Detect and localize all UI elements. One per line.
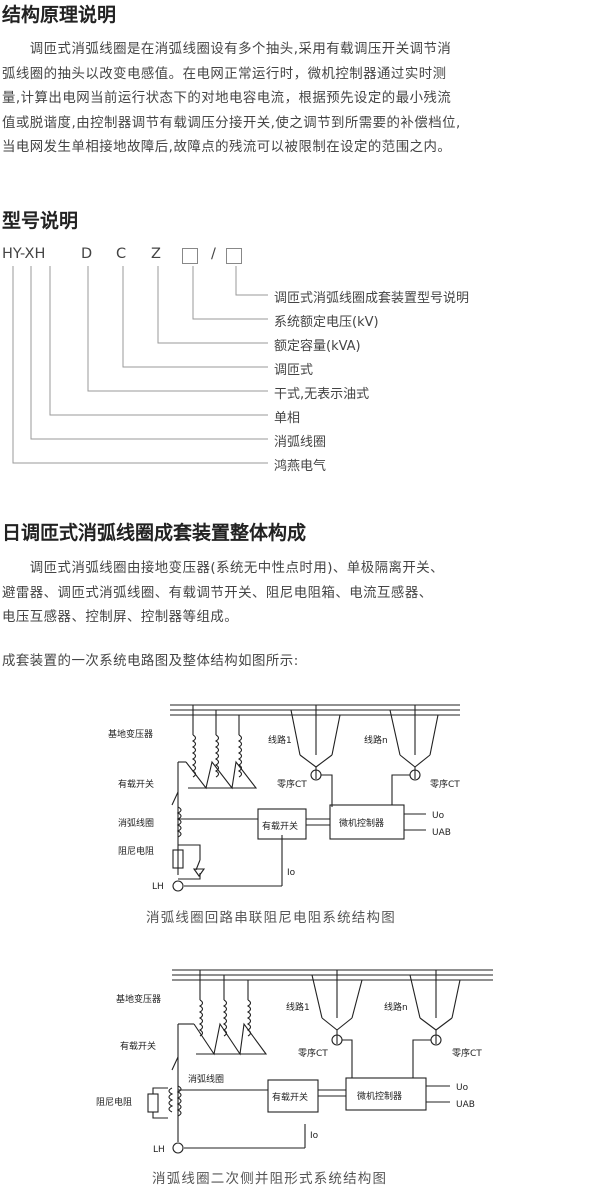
diagram-caption: 消弧线圈二次侧并阻形式系统结构图	[152, 1171, 388, 1187]
diagram-label-ct1: 零序CT	[277, 778, 307, 790]
bracket-line	[12, 266, 268, 464]
model-label: 单相	[274, 411, 301, 426]
diagram-label-linen: 线路n	[364, 734, 388, 746]
paragraph-line: 电压互感器、控制屏、控制器等组成。	[2, 610, 239, 625]
diagram-label-ct2: 零序CT	[452, 1047, 482, 1059]
bracket-line	[122, 266, 268, 368]
paragraph-line: 当电网发生单相接地故障后,故障点的残流可以被限制在设定的范围之内。	[2, 140, 452, 155]
principle-paragraph: 调匝式消弧线圈是在消弧线圈设有多个抽头,采用有载调压开关调节消 弧线圈的抽头以改…	[2, 38, 592, 161]
diagram-label-tap-switch: 有载开关	[118, 778, 154, 790]
section-title-principle: 结构原理说明	[2, 4, 117, 26]
diagram-label-ct2: 零序CT	[430, 778, 460, 790]
diagram-label-transformer: 基地变压器	[108, 728, 153, 740]
model-code-slash: /	[211, 246, 216, 262]
model-code-z: Z	[151, 246, 161, 262]
paragraph-line: 量,计算出电网当前运行状态下的对地电容电流，根据预先设定的最小残流	[2, 91, 452, 106]
model-code-c: C	[116, 246, 127, 262]
bracket-line	[87, 266, 268, 392]
bracket-line	[235, 266, 268, 296]
model-code-d: D	[81, 246, 93, 262]
diagram-label-line1: 线路1	[268, 734, 292, 746]
paragraph-line: 值或脱谐度,由控制器调节有载调压分接开关,使之调节到所需要的补偿档位,	[2, 115, 461, 131]
diagram-box-controller: 微机控制器	[339, 817, 384, 829]
diagram-caption: 消弧线圈回路串联阻尼电阻系统结构图	[146, 910, 396, 926]
diagram-label-damping: 阻尼电阻	[118, 845, 154, 857]
model-label: 消弧线圈	[274, 435, 327, 450]
model-label: 干式,无表示油式	[274, 387, 370, 402]
paragraph-line: 避雷器、调匝式消弧线圈、有载调节开关、阻尼电阻箱、电流互感器、	[2, 585, 433, 601]
diagram-label-uo: Uo	[432, 811, 445, 821]
bracket-line	[157, 266, 268, 344]
diagram-label-tap-switch: 有载开关	[120, 1040, 156, 1052]
diagram-box-tap-switch: 有载开关	[262, 820, 298, 832]
diagram-label-transformer: 基地变压器	[116, 993, 161, 1005]
bracket-line	[30, 266, 268, 440]
model-code-capacity-box	[226, 248, 242, 264]
diagram-label-coil: 消弧线圈	[118, 817, 154, 829]
diagram-parallel-damping: 基地变压器 有载开关 消弧线圈 阻尼电阻 LH 线路1 线路n 零序CT 零序C…	[96, 969, 493, 1155]
bracket-line	[192, 266, 268, 320]
diagram-label-linen: 线路n	[384, 1001, 408, 1013]
diagram-intro-text: 成套装置的一次系统电路图及整体结构如图所示:	[2, 654, 299, 669]
model-label: 系统额定电压(kV)	[274, 315, 379, 330]
model-code-hyxh: HY-XH	[2, 246, 46, 262]
diagram-label-lh: LH	[152, 882, 164, 892]
diagram-box-tap-switch: 有载开关	[272, 1091, 308, 1103]
diagram-label-uab: UAB	[456, 1100, 475, 1110]
section-title-composition: 日调匝式消弧线圈成套装置整体构成	[2, 522, 307, 544]
model-code-voltage-box	[182, 248, 198, 264]
diagram-label-io: Io	[287, 868, 296, 878]
diagram-box-controller: 微机控制器	[357, 1090, 402, 1102]
model-label: 鸿燕电气	[274, 459, 327, 474]
model-label: 调匝式	[274, 363, 314, 378]
diagram-label-line1: 线路1	[286, 1001, 310, 1013]
diagram-label-ct1: 零序CT	[298, 1047, 328, 1059]
bracket-line	[49, 266, 268, 416]
diagram-series-damping: 基地变压器 有载开关 消弧线圈 阻尼电阻 LH 线路1 线路n 零序CT 零序C…	[108, 704, 460, 892]
model-code-bracket-lines	[12, 266, 268, 464]
section-title-model: 型号说明	[2, 210, 79, 232]
paragraph-line: 调匝式消弧线圈是在消弧线圈设有多个抽头,采用有载调压开关调节消	[2, 42, 452, 57]
model-label: 额定容量(kVA)	[274, 339, 361, 354]
diagram-label-uab: UAB	[432, 828, 451, 838]
diagram-label-coil: 消弧线圈	[188, 1073, 224, 1085]
composition-paragraph: 调匝式消弧线圈由接地变压器(系统无中性点时用)、单极隔离开关、 避雷器、调匝式消…	[2, 557, 592, 631]
paragraph-line: 调匝式消弧线圈由接地变压器(系统无中性点时用)、单极隔离开关、	[2, 561, 445, 576]
paragraph-line: 弧线圈的抽头以改变电感值。在电网正常运行时，微机控制器通过实时测	[2, 66, 447, 82]
diagram-label-io: Io	[310, 1131, 319, 1141]
diagram-label-lh: LH	[153, 1145, 165, 1155]
model-label: 调匝式消弧线圈成套装置型号说明	[274, 291, 470, 306]
diagram-label-damping: 阻尼电阻	[96, 1096, 132, 1108]
diagram-label-uo: Uo	[456, 1083, 469, 1093]
